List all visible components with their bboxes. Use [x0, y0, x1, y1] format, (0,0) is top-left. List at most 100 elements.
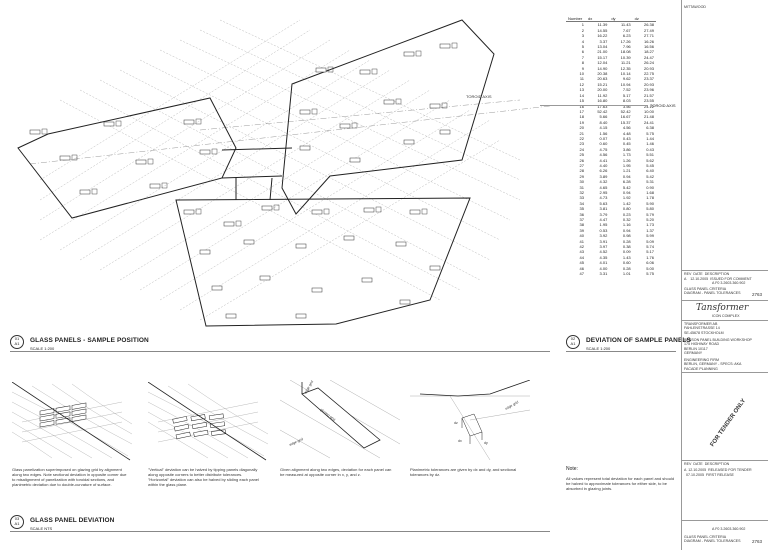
table-cell: 15.37: [620, 119, 631, 125]
table-cell: 0.28: [622, 265, 631, 271]
table-cell: 26: [579, 157, 584, 163]
detail-caption-1: Glass panelization superimposed on glazi…: [12, 467, 127, 487]
table-cell: 24.41: [643, 119, 654, 125]
table-cell: 44: [579, 254, 584, 260]
table-header-row: Number dx dy dz: [566, 16, 656, 23]
architect-block: BENSON PANEL BUILDING WORKSHOP 175 HIGHW…: [684, 338, 752, 355]
table-cell: 1.56: [599, 130, 608, 136]
table-cell: 1: [581, 22, 584, 28]
table-cell: 20.93: [643, 65, 654, 71]
table-cell: 0.53: [599, 227, 608, 233]
table-cell: 16.26: [643, 38, 654, 44]
table-cell: 1.73: [646, 222, 654, 228]
table-cell: 29: [579, 173, 584, 179]
table-cell: 0.09: [622, 249, 631, 255]
table-cell: 5.62: [646, 157, 654, 163]
site-plan-drawing: TOROID AXIS: [17, 19, 551, 327]
table-cell: 20.00: [597, 87, 608, 93]
label-dz: dz: [454, 421, 458, 425]
table-cell: 0.60: [599, 141, 608, 147]
table-cell: 52.42: [620, 108, 631, 114]
table-cell: 1.92: [622, 195, 631, 201]
table-cell: 21: [579, 130, 584, 136]
table-cell: 47: [579, 271, 584, 277]
rev2-line-2: 07.10.2005 FIRST RELEASE: [684, 473, 734, 477]
table-cell: 1.46: [646, 141, 654, 147]
rev-header: REV DATE DESCRIPTION: [684, 272, 730, 276]
table-cell: 23.37: [643, 76, 654, 82]
drawing-02-number: 02: [570, 336, 576, 341]
table-cell: 20: [579, 125, 584, 131]
table-cell: 5: [581, 44, 584, 50]
table-cell: 37: [579, 217, 584, 223]
table-cell: 7.67: [622, 27, 631, 33]
table-cell: 4.52: [599, 249, 608, 255]
detail-diagram-4: dx dy dz edge grid: [410, 380, 530, 460]
logo: Tansformer: [696, 303, 749, 313]
header-right: MITTAWOOD: [684, 5, 706, 9]
consultant-block: ENGINEERING FIRM BERLIN, GERMANY - SPECS…: [684, 358, 742, 371]
table-cell: 24.47: [643, 54, 654, 60]
table-cell: 0.07: [599, 135, 608, 141]
table-cell: 5.09: [646, 238, 654, 244]
table-cell: 5.42: [622, 184, 631, 190]
table-cell: 1.78: [646, 195, 654, 201]
table-cell: 1.95: [599, 222, 608, 228]
table-cell: 5.63: [599, 200, 608, 206]
table-cell: 14.55: [597, 27, 608, 33]
sheet-code: A F0 3.2603.360.902: [712, 281, 746, 285]
table-cell: 25: [579, 152, 584, 158]
table-cell: 4.41: [599, 157, 608, 163]
table-cell: 13.04: [597, 44, 608, 50]
table-cell: 38: [579, 222, 584, 228]
detail-diagram-3: edge grid glazing grid edge grid: [280, 380, 400, 459]
table-cell: 21.57: [643, 92, 654, 98]
client-block: TRANSFORMER AB FAHLENSTRASSE 14 SE-45678…: [684, 322, 724, 335]
table-cell: 4.56: [599, 152, 608, 158]
table-cell: 23.96: [643, 87, 654, 93]
table-cell: 8.03: [622, 98, 631, 104]
detail-diagram-2: [148, 382, 268, 461]
note-body: All values represent total deviation for…: [566, 476, 675, 491]
table-cell: 0.98: [622, 233, 631, 239]
drawing-03-scale: SCALE NTS: [30, 526, 53, 531]
table-cell: 17.63: [597, 103, 608, 109]
table-cell: 5.42: [646, 173, 654, 179]
drawing-01-scale: SCALE 1:200: [30, 346, 55, 351]
table-cell: 9.62: [622, 76, 631, 82]
table-cell: 32: [579, 190, 584, 195]
table-cell: 52.42: [597, 108, 608, 114]
table-cell: 4.40: [599, 162, 608, 168]
table-cell: 3.86: [622, 146, 631, 152]
drawing-03-marker: 03 A1: [10, 515, 24, 529]
table-cell: 22.75: [643, 71, 654, 77]
note-title: Note:: [566, 466, 578, 472]
table-cell: 42: [579, 244, 584, 250]
table-cell: 12.35: [620, 65, 631, 71]
table-cell: 1.26: [622, 157, 631, 163]
table-cell: 5.17: [622, 92, 631, 98]
table-cell: 21.48: [643, 114, 654, 120]
table-cell: 39: [579, 227, 584, 233]
table-cell: 1.68: [646, 190, 654, 195]
drawing-01-title: GLASS PANELS - SAMPLE POSITION: [30, 337, 149, 344]
table-cell: 5.75: [646, 271, 654, 277]
